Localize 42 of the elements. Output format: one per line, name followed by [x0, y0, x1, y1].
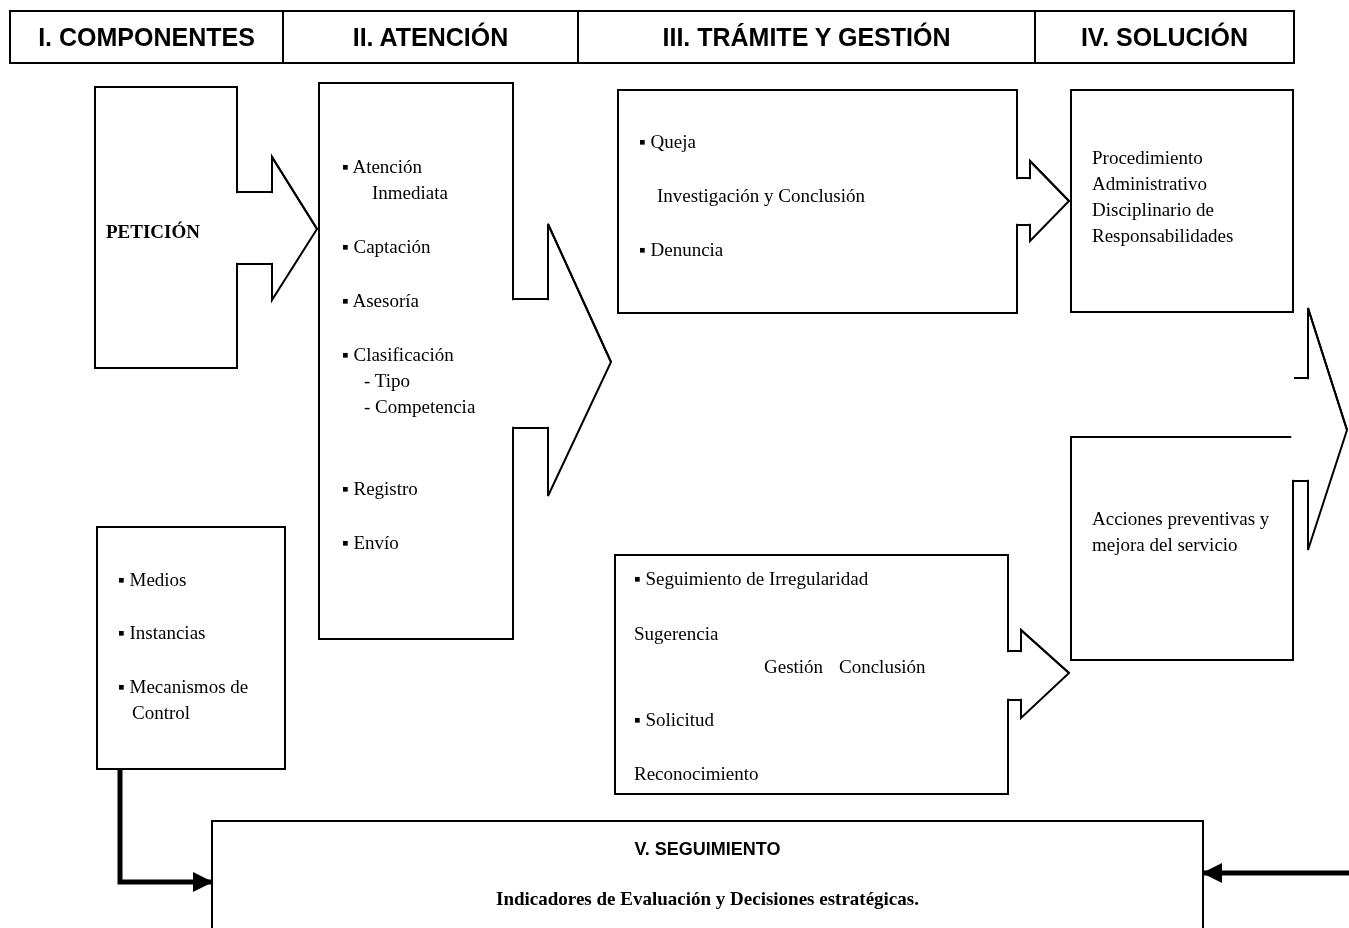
item-text: ▪ Registro	[342, 477, 419, 501]
section-title: V. SEGUIMIENTO	[633, 838, 782, 861]
item-text: ▪ Captación	[342, 235, 432, 259]
column-header: IV. SOLUCIÓN	[1079, 22, 1250, 52]
process-box	[617, 89, 1018, 314]
process-box	[318, 82, 514, 640]
header-cell	[9, 10, 284, 64]
item-text: ▪ Seguimiento de Irregularidad	[634, 567, 870, 591]
process-box	[96, 526, 286, 770]
item-text: ▪ Solicitud	[634, 708, 716, 732]
item-text: Investigación y Conclusión	[657, 184, 866, 208]
item-text: - Tipo	[364, 369, 411, 393]
column-header: II. ATENCIÓN	[351, 22, 510, 52]
item-text: Reconocimiento	[634, 762, 760, 786]
arrow	[1202, 863, 1349, 883]
header-cell	[577, 10, 1036, 64]
process-box	[614, 554, 1009, 795]
item-text: Acciones preventivas y mejora del servicio	[1092, 507, 1271, 557]
item-text: ▪ Clasificación	[342, 343, 455, 367]
process-box	[94, 86, 238, 369]
section-box	[211, 820, 1204, 928]
section-subtitle: Indicadores de Evaluación y Decisiones estratégicas.	[495, 887, 920, 911]
item-text: ▪ Envío	[342, 531, 400, 555]
item-text: Procedimiento Administrativo Disciplinario de Responsabilidades	[1092, 146, 1235, 248]
item-text: ▪ Instancias	[118, 621, 207, 645]
item-text: ▪ Medios	[118, 568, 188, 592]
process-box	[1070, 89, 1294, 313]
process-box	[1070, 436, 1294, 661]
header-cell	[1034, 10, 1295, 64]
item-text: ▪ Asesoría	[342, 289, 420, 313]
arrow	[117, 770, 213, 892]
item-text: ▪ Atención Inmediata	[342, 155, 449, 205]
item-text: Conclusión	[839, 655, 927, 679]
item-text: ▪ Mecanismos de Control	[118, 675, 250, 725]
item-text: ▪ Denuncia	[639, 238, 725, 262]
column-header: I. COMPONENTES	[37, 22, 256, 52]
item-text: - Competencia	[364, 395, 477, 419]
item-text: ▪ Queja	[639, 130, 697, 154]
item-text: Sugerencia	[634, 622, 720, 646]
column-header: III. TRÁMITE Y GESTIÓN	[661, 22, 952, 52]
node-title: PETICIÓN	[106, 220, 201, 244]
header-cell	[282, 10, 579, 64]
